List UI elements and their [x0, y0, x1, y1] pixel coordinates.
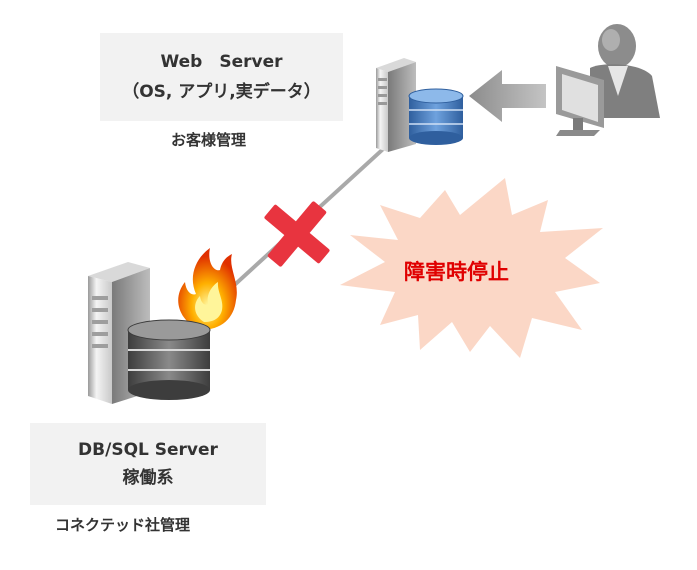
- web-server-owner: お客様管理: [171, 131, 247, 149]
- db-server-title: DB/SQL Server: [78, 440, 218, 460]
- db-server-owner: コネクテッド社管理: [55, 516, 191, 534]
- web-database-icon: [408, 88, 464, 145]
- web-server-title: Web Server: [160, 52, 283, 72]
- fire-icon: [178, 248, 237, 330]
- user-at-computer-icon: [556, 24, 660, 136]
- db-server-subtitle: 稼働系: [122, 468, 174, 488]
- left-arrow-icon: [469, 70, 546, 122]
- web-server-label-box: Web Server （OS, アプリ,実データ）: [100, 33, 343, 121]
- db-database-icon: [127, 319, 211, 400]
- web-server-icon: [376, 58, 464, 152]
- explosion-burst-icon: [340, 178, 603, 358]
- web-server-subtitle: （OS, アプリ,実データ）: [122, 82, 321, 102]
- db-server-icon: [88, 262, 211, 404]
- db-server-label-box: DB/SQL Server 稼働系: [30, 423, 266, 505]
- cross-mark-icon: [264, 201, 330, 267]
- failure-label: 障害時停止: [404, 260, 509, 284]
